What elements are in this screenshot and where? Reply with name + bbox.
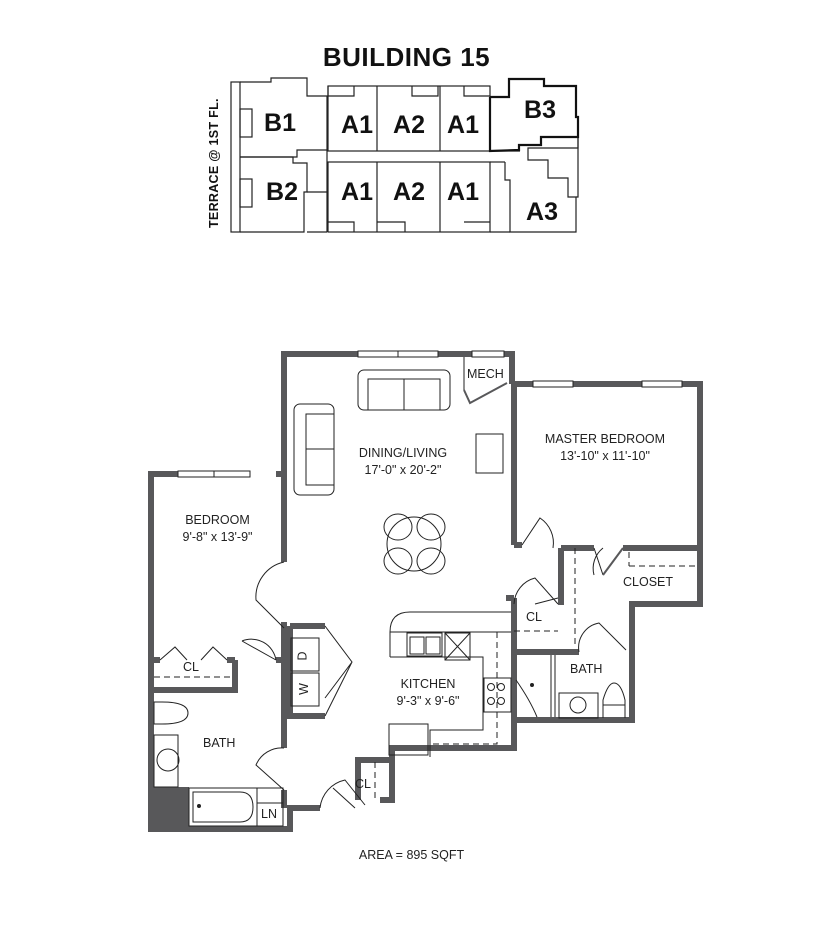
room-bedroom: BEDROOM 9'-8" x 13'-9" xyxy=(160,512,275,546)
windows xyxy=(177,350,683,478)
room-cl-master: CL xyxy=(526,610,542,624)
unit-b3[interactable]: B3 xyxy=(524,96,556,124)
room-name: KITCHEN xyxy=(400,677,456,691)
unit-a1-bottom-left[interactable]: A1 xyxy=(341,178,373,206)
room-size: 13'-10" x 11'-10" xyxy=(560,449,650,463)
room-cl-entry: CL xyxy=(355,777,371,791)
room-size: 9'-3" x 9'-6" xyxy=(396,694,460,708)
unit-a2-bottom[interactable]: A2 xyxy=(393,178,425,206)
room-mech: MECH xyxy=(467,367,504,381)
room-bath-right: BATH xyxy=(570,662,603,676)
building-title: BUILDING 15 xyxy=(322,42,491,72)
room-cl-bedroom: CL xyxy=(183,660,199,674)
unit-a3[interactable]: A3 xyxy=(526,198,558,226)
walls xyxy=(148,351,703,832)
unit-a2-top[interactable]: A2 xyxy=(393,111,425,139)
room-name: DINING/LIVING xyxy=(358,446,448,460)
room-name: BEDROOM xyxy=(185,513,250,527)
room-linen: LN xyxy=(261,807,277,821)
unit-b3-outline xyxy=(488,77,580,153)
unit-b1[interactable]: B1 xyxy=(264,109,296,137)
unit-a1-bottom-right[interactable]: A1 xyxy=(447,178,479,206)
room-master-bedroom: MASTER BEDROOM 13'-10" x 11'-10" xyxy=(530,431,680,465)
unit-a1-top-right[interactable]: A1 xyxy=(447,111,479,139)
dryer-label: D xyxy=(295,651,310,661)
room-size: 9'-8" x 13'-9" xyxy=(182,530,253,544)
washer-label: W xyxy=(296,683,311,695)
unit-a1-top-left[interactable]: A1 xyxy=(341,111,373,139)
fixtures xyxy=(153,357,697,827)
room-size: 17'-0" x 20'-2" xyxy=(364,463,442,477)
room-dining-living: DINING/LIVING 17'-0" x 20'-2" xyxy=(340,445,466,479)
area-label: AREA = 895 SQFT xyxy=(358,848,465,862)
room-closet: CLOSET xyxy=(623,575,674,589)
room-name: MASTER BEDROOM xyxy=(544,432,666,446)
room-kitchen: KITCHEN 9'-3" x 9'-6" xyxy=(388,676,468,710)
room-bath-left: BATH xyxy=(203,736,236,750)
terrace-label: TERRACE @ 1ST FL. xyxy=(207,98,221,228)
unit-b2[interactable]: B2 xyxy=(266,178,298,206)
